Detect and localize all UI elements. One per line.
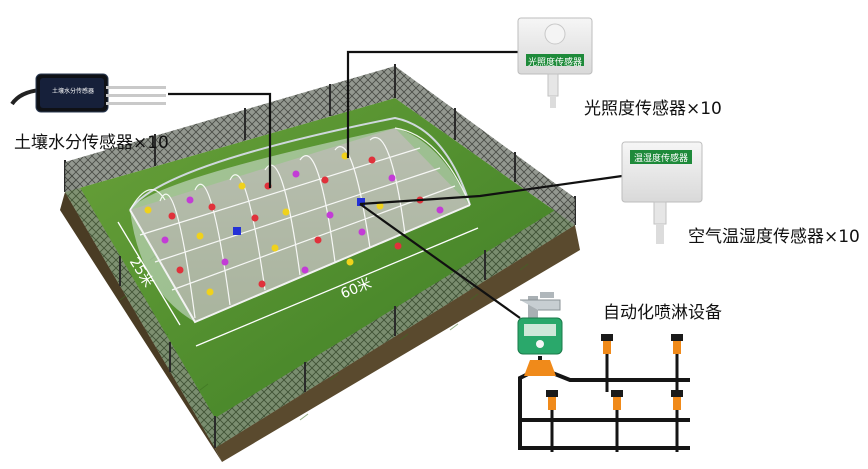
temp-humidity-sensor-label: 空气温湿度传感器×10 xyxy=(688,227,860,247)
fence xyxy=(64,64,576,448)
dimension-lines xyxy=(117,221,479,347)
soil-moisture-sensor-device xyxy=(10,73,166,113)
light-box-title: 光照度传感器 xyxy=(528,58,583,68)
sprinkler-emitters xyxy=(546,334,683,452)
temp-humidity-sensor-device xyxy=(621,141,703,244)
connector-lines xyxy=(168,50,623,319)
sprinkler-system-label: 自动化喷淋设备 xyxy=(603,303,722,323)
sprinkler-system-device xyxy=(517,292,690,452)
soil-probe-title: 土壤水分传感器 xyxy=(52,88,95,95)
light-sensor-device xyxy=(517,17,593,108)
light-sensor-label: 光照度传感器×10 xyxy=(584,99,722,119)
soil-moisture-sensor-label: 土壤水分传感器×10 xyxy=(14,133,169,153)
greenhouse xyxy=(129,116,471,324)
temp-box-title: 温湿度传感器 xyxy=(634,154,689,164)
